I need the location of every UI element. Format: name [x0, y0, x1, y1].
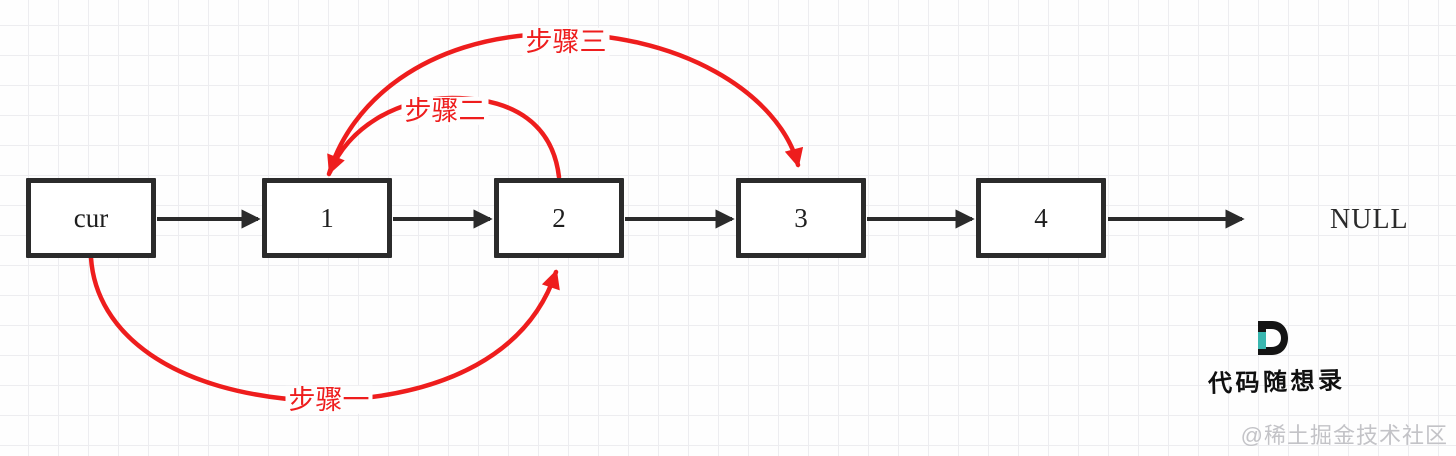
step1-arrow-cur-to-2 — [88, 255, 560, 404]
node-1-label: 1 — [320, 202, 334, 233]
node-2: 2 — [494, 178, 624, 258]
node-3: 3 — [736, 178, 866, 258]
step1-label: 步骤一 — [285, 385, 373, 414]
null-terminator-label: NULL — [1330, 204, 1409, 235]
juejin-community-watermark: @稀土掘金技术社区 — [1240, 423, 1448, 448]
step3-label: 步骤三 — [522, 27, 610, 56]
node-3-label: 3 — [794, 202, 808, 233]
logo-text: 代码随想录 — [1207, 365, 1346, 398]
node-cur: cur — [26, 178, 156, 258]
step2-label: 步骤二 — [401, 96, 489, 125]
d-letter-logo-icon — [1258, 321, 1288, 355]
node-1: 1 — [262, 178, 392, 258]
node-2-label: 2 — [552, 202, 566, 233]
node-4-label: 4 — [1034, 202, 1048, 233]
node-cur-label: cur — [73, 202, 109, 233]
node-4: 4 — [976, 178, 1106, 258]
